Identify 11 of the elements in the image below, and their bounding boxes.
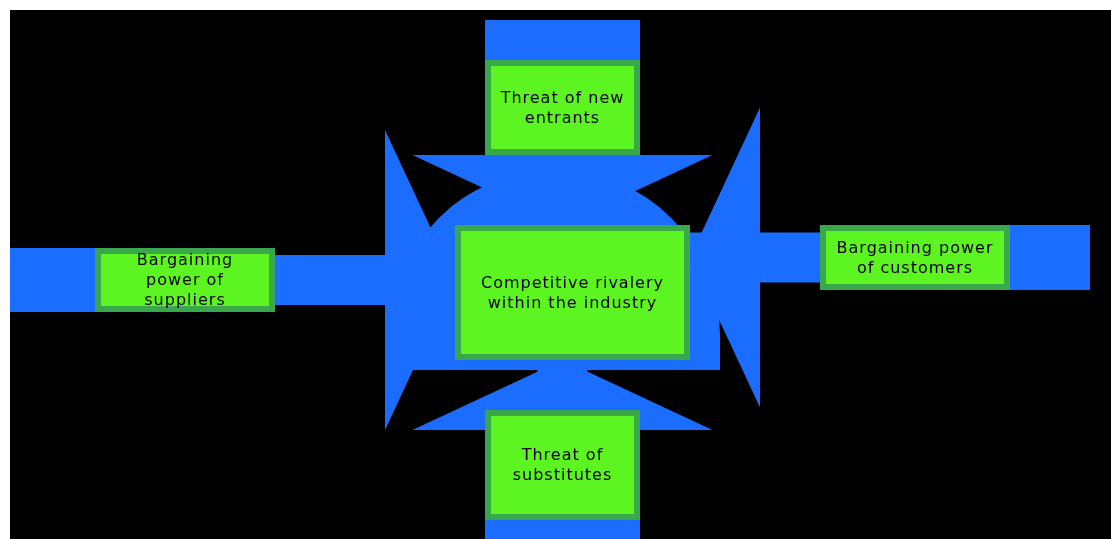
force-label: Competitive rivalery within the industry	[480, 272, 665, 313]
arrow	[690, 107, 820, 408]
force-box	[485, 60, 640, 155]
force-label: Bargaining power of suppliers	[135, 250, 235, 310]
force-box	[820, 225, 1010, 290]
force-label: Threat of new entrants	[499, 87, 626, 128]
force-label: Bargaining power of customers	[835, 237, 995, 278]
force-label: Threat of substitutes	[511, 445, 614, 485]
force-box	[455, 225, 690, 360]
force-box	[95, 248, 275, 312]
force-box	[485, 410, 640, 520]
